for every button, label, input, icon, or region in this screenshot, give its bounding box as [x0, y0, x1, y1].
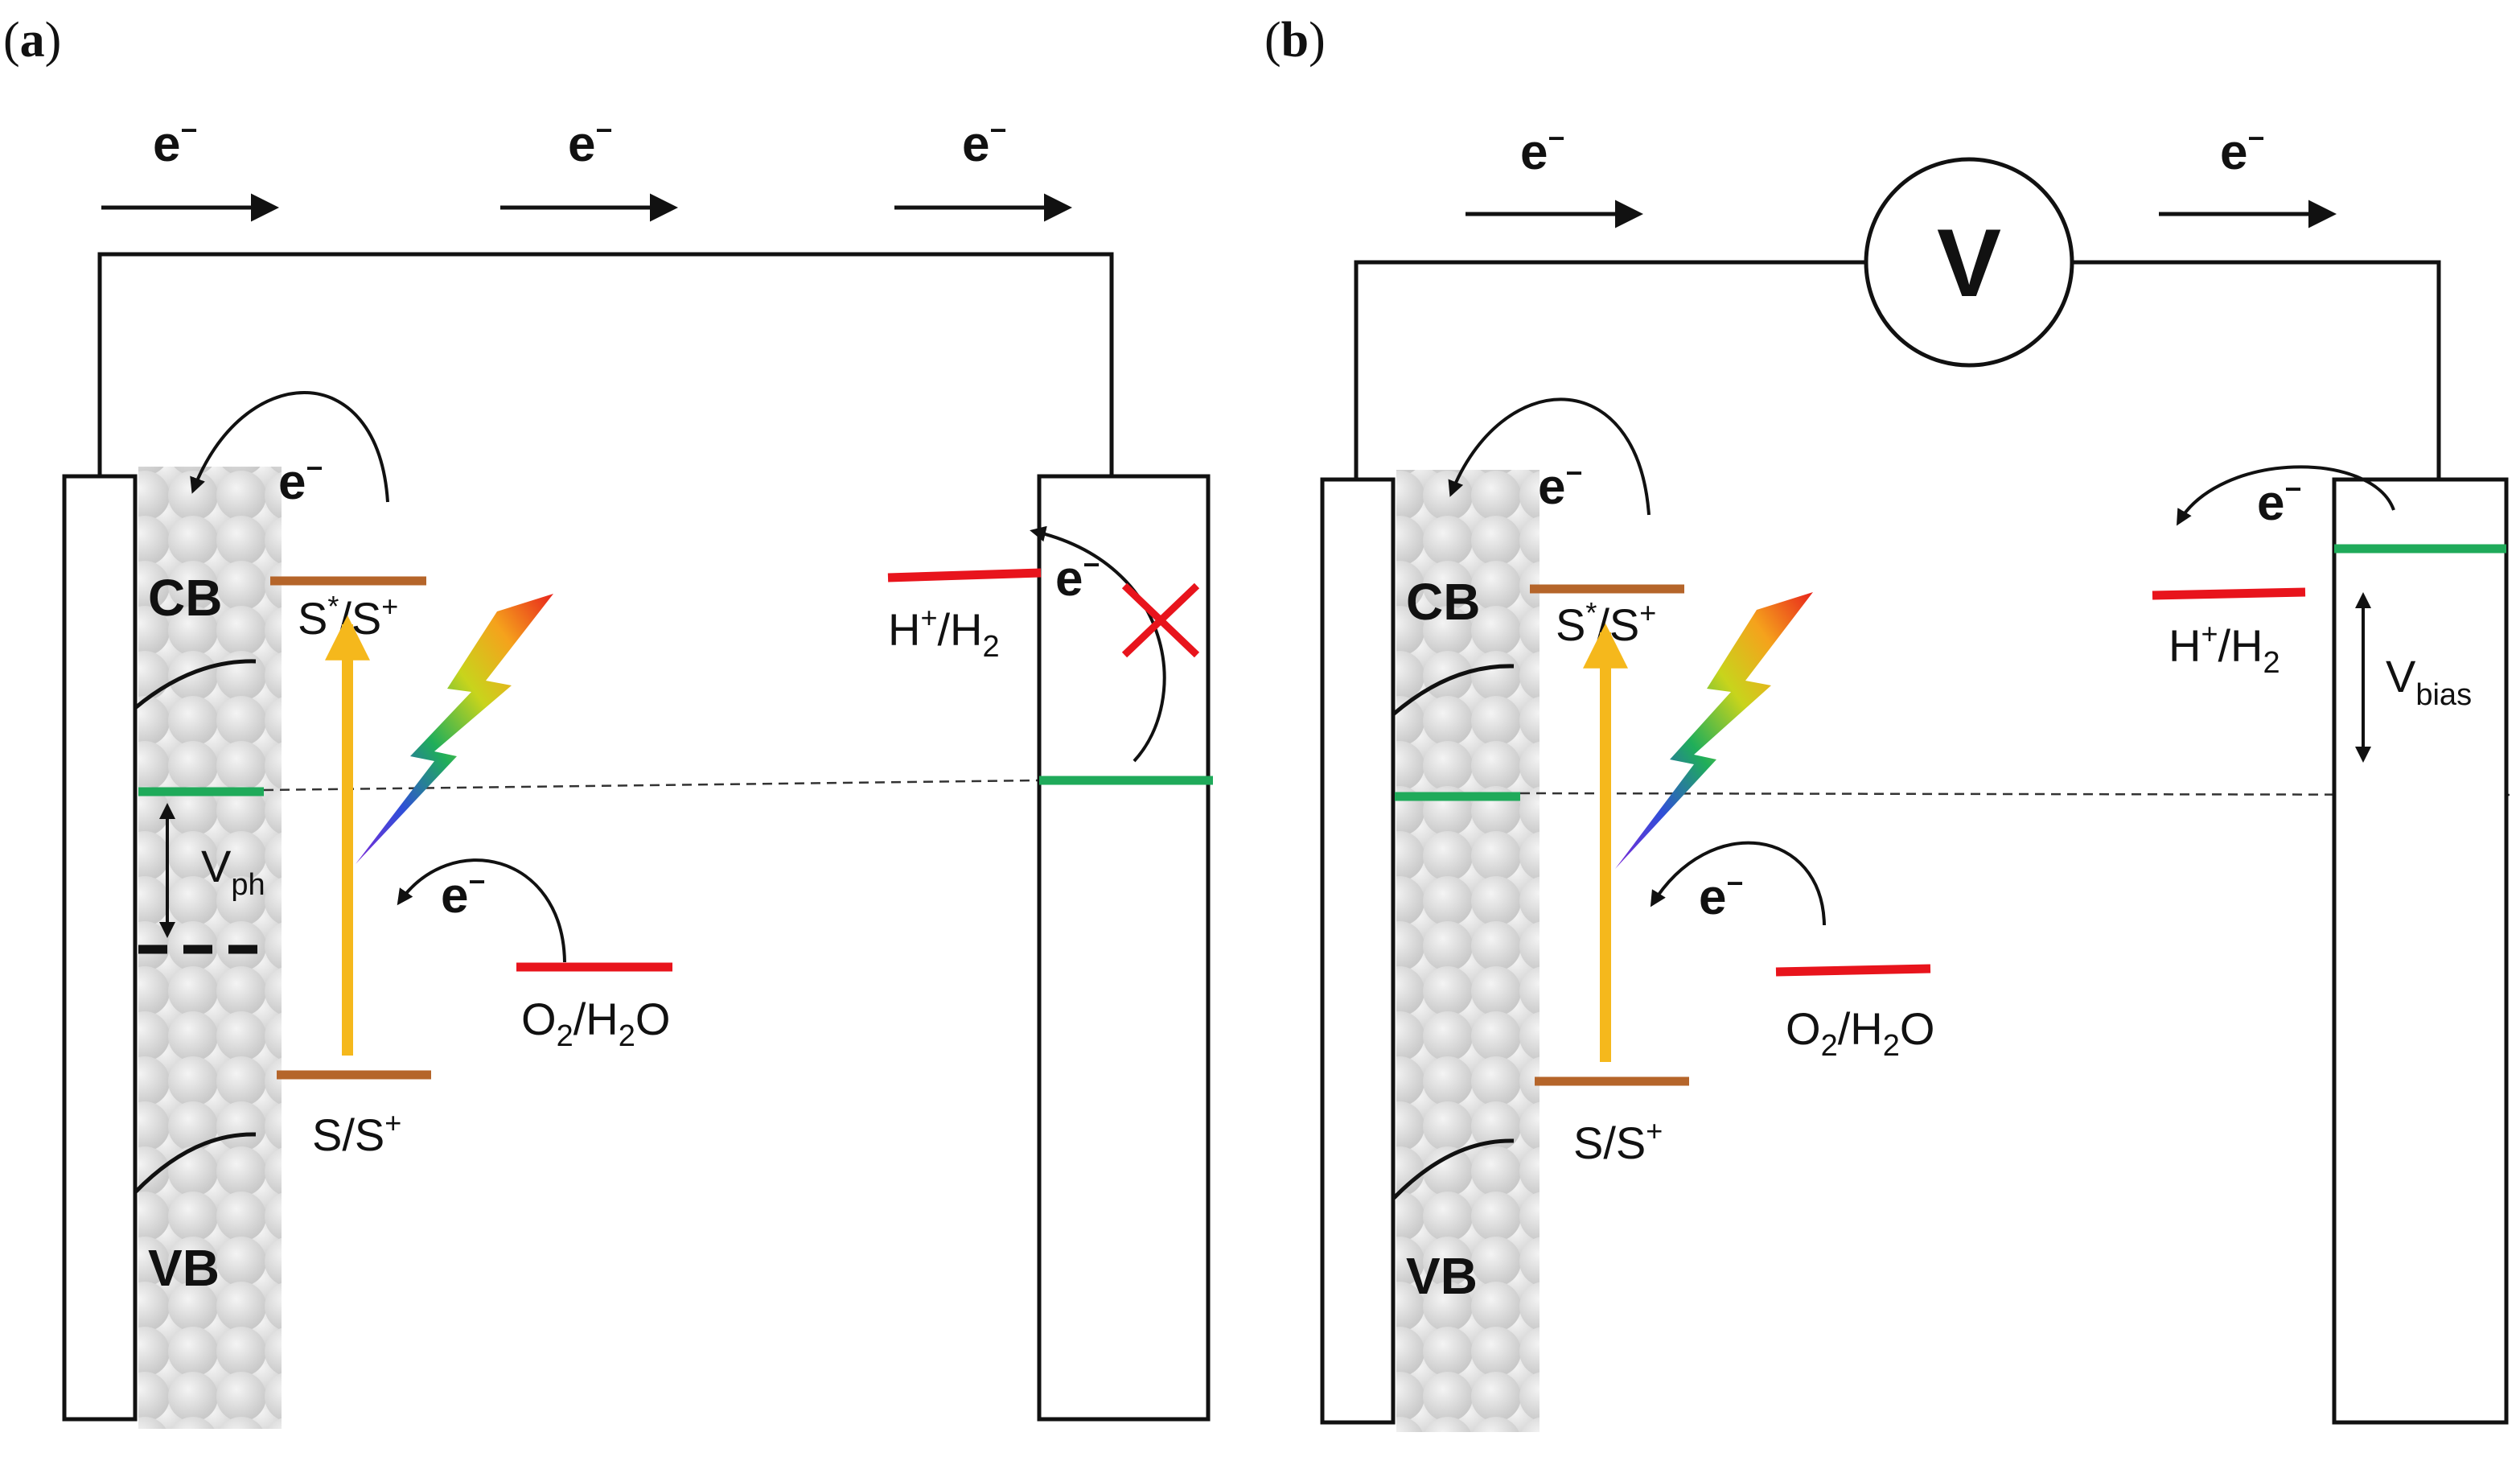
valence-band-bending [134, 1132, 257, 1194]
photovoltage-label: Vph [201, 841, 265, 902]
water-oxidation-label: O2/H2O [521, 994, 670, 1053]
regeneration-arc-arrow [397, 858, 566, 963]
semiconductor-particle-film [1396, 470, 1540, 1432]
counter-electrode [2332, 477, 2509, 1425]
external-electron-flow: e− e− e− [101, 113, 1072, 222]
injection-arc-arrow [190, 391, 389, 503]
regeneration-arc-arrow [1650, 841, 1826, 926]
bias-voltage-label: Vbias [2386, 651, 2472, 712]
voltmeter-label: V [1937, 209, 2001, 317]
proton-reduction-level [2152, 587, 2306, 600]
conduction-band-bending [1392, 664, 1515, 716]
external-wire [97, 252, 1114, 476]
external-wire [1354, 260, 1866, 479]
electron-label: e− [1538, 456, 1583, 515]
injection-arc-arrow [1448, 397, 1651, 516]
electron-label: e− [1520, 121, 1565, 180]
water-oxidation-label: O2/H2O [1786, 1003, 1934, 1063]
conduction-band-label: CB [148, 569, 222, 627]
light-bolt-icon [1615, 592, 1813, 869]
conduction-band-label: CB [1406, 573, 1480, 631]
electron-label: e− [1699, 866, 1744, 925]
valence-band-label: VB [148, 1239, 220, 1297]
electron-label: e− [278, 451, 323, 510]
panel-b: (b) e− e− V CB VB e− S*/S+ S/S+ e− [1264, 13, 2510, 1432]
electron-label: e− [2257, 472, 2302, 531]
electron-label: e− [153, 113, 198, 172]
external-wire [2072, 260, 2441, 479]
proton-reduction-label: H+/H2 [2169, 617, 2280, 680]
panel-b-label: (b) [1264, 13, 1326, 68]
electron-label: e− [962, 113, 1007, 172]
valence-band-bending [1392, 1138, 1515, 1200]
photoanode-substrate [62, 474, 138, 1422]
counter-electrode [1037, 474, 1211, 1422]
water-oxidation-level [1775, 964, 1931, 977]
dye-ground-label: S/S+ [312, 1106, 401, 1160]
external-electron-flow: e− e− [1466, 121, 2337, 228]
blocked-cross-icon [1121, 582, 1200, 658]
valence-band-label: VB [1406, 1247, 1478, 1305]
panel-a: (a) e− e− e− CB VB Vph e− S*/ [3, 13, 1213, 1429]
photoanode-substrate [1320, 477, 1396, 1425]
electron-label: e− [1055, 548, 1100, 607]
conduction-band-bending [134, 659, 257, 710]
voltmeter-symbol [1864, 157, 2074, 368]
electron-label: e− [2220, 121, 2265, 180]
blocked-transfer-arc-arrow [1030, 525, 1166, 763]
electron-label: e− [568, 113, 613, 172]
electron-label: e− [441, 865, 486, 924]
dye-ground-label: S/S+ [1573, 1114, 1663, 1168]
cathode-transfer-arc-arrow [2176, 465, 2395, 526]
panel-a-label: (a) [3, 13, 61, 68]
light-bolt-icon [356, 594, 553, 864]
proton-reduction-level [887, 568, 1042, 582]
proton-reduction-label: H+/H2 [888, 601, 1000, 664]
fermi-level-guide [263, 779, 1038, 792]
